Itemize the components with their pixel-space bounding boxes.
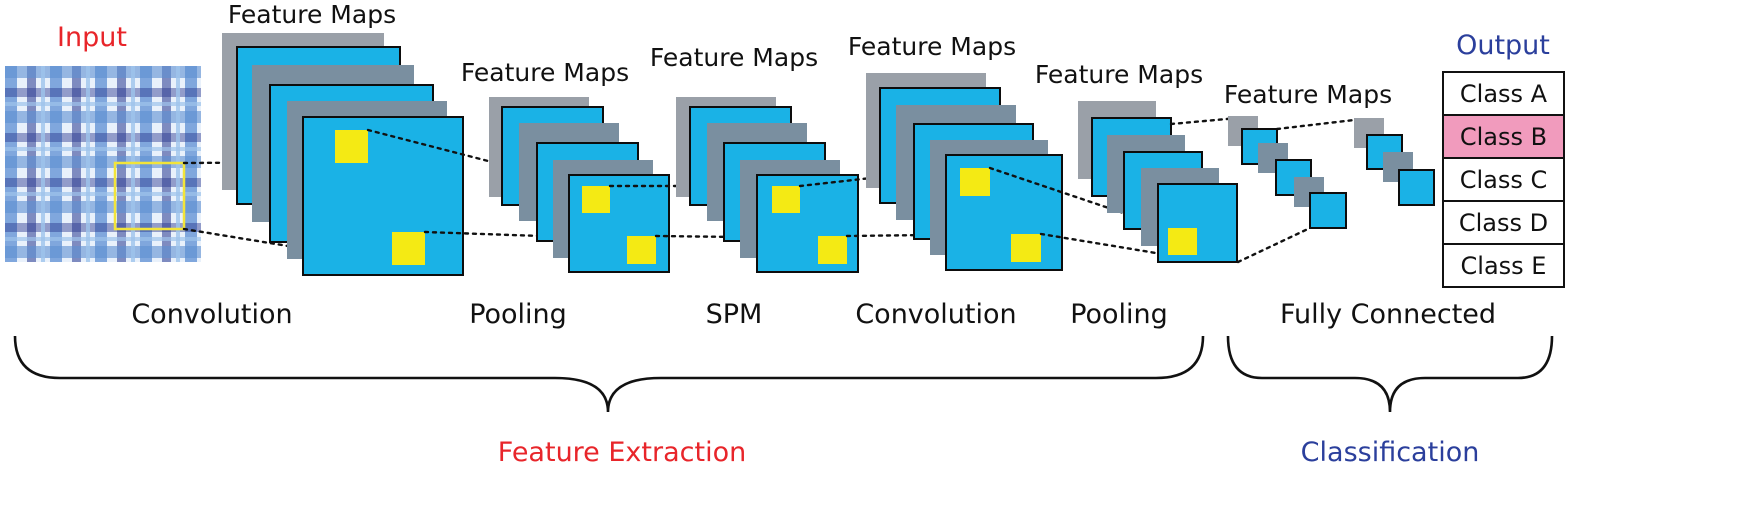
classification-brace: [1226, 335, 1554, 413]
output-label: Output: [1456, 30, 1550, 61]
pool2-feature-maps: [1078, 101, 1238, 263]
kernel-square: [1011, 234, 1041, 262]
feature-maps-label: Feature Maps: [461, 58, 629, 87]
kernel-square: [772, 186, 800, 213]
class-label: Class C: [1460, 166, 1548, 194]
feature-extraction-brace: [13, 335, 1205, 413]
projection-line: [1236, 226, 1312, 264]
output-class-list: Class A Class B Class C Class D Class E: [1442, 71, 1565, 288]
kernel-square: [392, 232, 425, 265]
pooling-label: Pooling: [1070, 299, 1168, 330]
feature-extraction-label: Feature Extraction: [498, 437, 746, 468]
convolution-label: Convolution: [855, 299, 1016, 330]
class-label: Class E: [1461, 252, 1547, 280]
class-label: Class A: [1460, 80, 1548, 108]
kernel-square: [582, 186, 610, 213]
pooling-label: Pooling: [469, 299, 567, 330]
kernel-square: [335, 130, 368, 163]
feature-maps-label: Feature Maps: [1035, 60, 1203, 89]
class-box: [1442, 71, 1565, 116]
kernel-square: [1168, 228, 1197, 255]
class-label: Class B: [1460, 123, 1547, 151]
pool1-feature-maps: [489, 97, 670, 273]
conv2-feature-maps: [866, 73, 1063, 271]
spm-feature-maps: [676, 97, 859, 273]
projection-line: [1275, 118, 1356, 131]
feature-maps-label: Feature Maps: [228, 0, 396, 29]
class-box: [1442, 114, 1565, 159]
fully-connected-label: Fully Connected: [1280, 299, 1496, 330]
projection-line: [1169, 116, 1240, 126]
kernel-square: [818, 236, 847, 264]
feature-maps-label: Feature Maps: [1224, 80, 1392, 109]
feature-maps-label: Feature Maps: [650, 43, 818, 72]
conv1-feature-maps: [222, 33, 464, 276]
kernel-square: [960, 168, 990, 196]
projection-line: [1039, 232, 1170, 257]
fc-feature-maps: [1228, 116, 1435, 229]
class-box: [1442, 243, 1565, 288]
spm-label: SPM: [706, 299, 763, 330]
convolution-label: Convolution: [131, 299, 292, 330]
input-image: [5, 66, 201, 262]
input-receptive-window: [113, 161, 186, 231]
classification-label: Classification: [1301, 437, 1480, 468]
kernel-square: [627, 236, 656, 264]
class-box: [1442, 200, 1565, 245]
feature-maps-label: Feature Maps: [848, 32, 1016, 61]
input-label: Input: [57, 22, 127, 53]
class-label: Class D: [1459, 209, 1548, 237]
projection-line: [988, 166, 1170, 230]
